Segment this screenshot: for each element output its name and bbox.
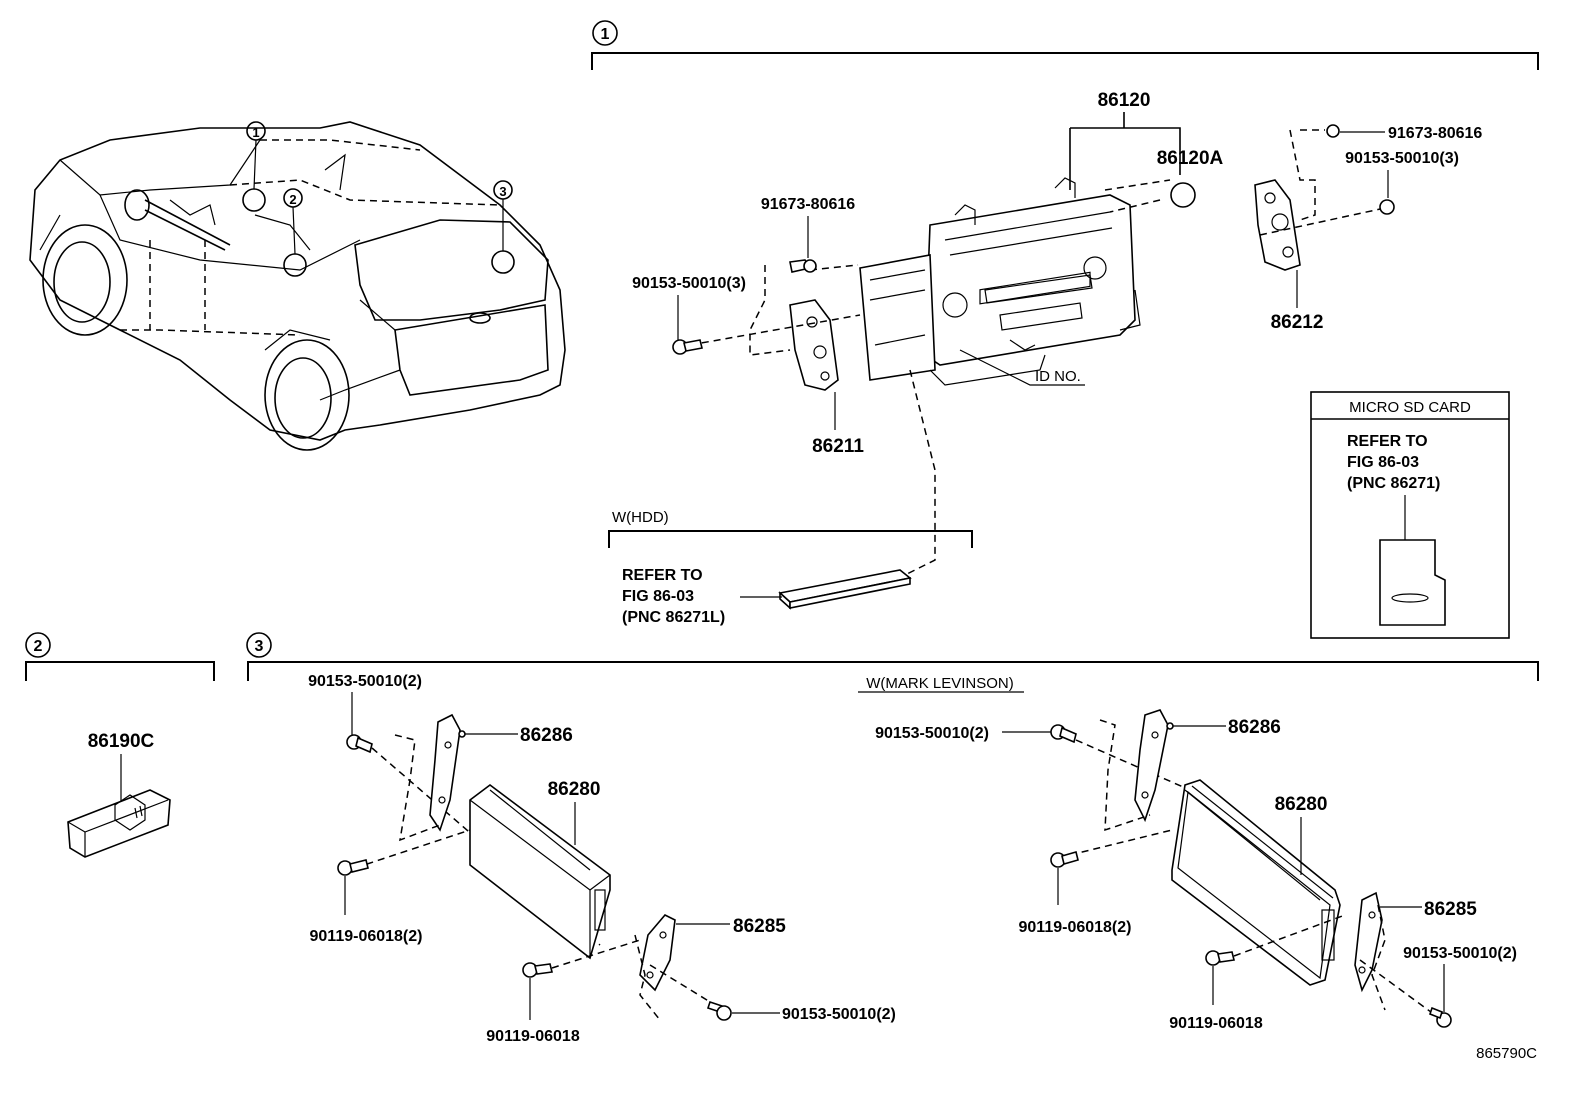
section-1-callout: 1 (601, 26, 610, 43)
label-left-bolt-bottom: 90153-50010(2) (782, 1006, 896, 1023)
amp-group-right: 90153-50010(2) 86286 86280 (875, 709, 1517, 1032)
label-86120: 86120 (1098, 90, 1151, 111)
label-right-screw-mid: 90119-06018(2) (1019, 919, 1132, 936)
label-right-bracket-top: 86286 (1228, 717, 1281, 738)
section-3: 3 W(MARK LEVINSON) 90153-50010(2) 86286 (246, 632, 1539, 1045)
label-right-bracket-bottom: 86285 (1424, 899, 1477, 920)
vehicle-illustration: 1 2 3 (29, 121, 566, 451)
hdd-module (778, 569, 912, 610)
hdd-ref-line3: (PNC 86271L) (622, 609, 725, 626)
label-left-screw-mid: 90119-06018(2) (310, 928, 423, 945)
label-right-bolt-bottom: 90153-50010(2) (1403, 945, 1517, 962)
label-90153-50010-3-right: 90153-50010(3) (1345, 150, 1459, 167)
amp-group-left: 90153-50010(2) 86286 86280 (308, 673, 896, 1045)
vehicle-callout-2: 2 (289, 192, 296, 207)
label-86212: 86212 (1271, 312, 1324, 333)
label-left-bracket-top: 86286 (520, 725, 573, 746)
label-86211: 86211 (812, 436, 864, 457)
label-id-no: ID NO. (1035, 368, 1081, 385)
label-left-screw-bottom: 90119-06018 (486, 1028, 580, 1045)
section-2: 2 86190C (25, 632, 215, 858)
diagram-code: 865790C (1476, 1045, 1537, 1062)
head-unit (859, 177, 1141, 386)
label-86120A: 86120A (1157, 148, 1224, 169)
hdd-title: W(HDD) (612, 509, 669, 526)
bracket-86211 (789, 299, 839, 391)
hdd-ref-line2: FIG 86-03 (622, 588, 694, 605)
label-91673-80616-left: 91673-80616 (761, 196, 855, 213)
label-left-bracket-bottom: 86285 (733, 916, 786, 937)
vehicle-callout-3: 3 (499, 184, 506, 199)
label-left-bolt-top: 90153-50010(2) (308, 673, 422, 690)
label-right-bolt-top: 90153-50010(2) (875, 725, 989, 742)
vehicle-callout-1: 1 (252, 125, 259, 140)
section-3-callout: 3 (255, 638, 264, 655)
label-right-amplifier: 86280 (1275, 794, 1328, 815)
label-91673-80616-right: 91673-80616 (1388, 125, 1482, 142)
sd-title: MICRO SD CARD (1349, 399, 1471, 416)
sd-ref-line2: FIG 86-03 (1347, 454, 1419, 471)
label-left-amplifier: 86280 (548, 779, 601, 800)
sd-ref-line3: (PNC 86271) (1347, 475, 1440, 492)
mark-levinson-title: W(MARK LEVINSON) (866, 675, 1014, 692)
bracket-86212 (1254, 179, 1301, 271)
hdd-ref-line1: REFER TO (622, 567, 703, 584)
part-86190C (67, 789, 171, 858)
label-right-screw-bottom: 90119-06018 (1169, 1015, 1263, 1032)
label-86190C: 86190C (88, 731, 155, 752)
sd-ref-line1: REFER TO (1347, 433, 1428, 450)
sd-card-icon (1379, 539, 1446, 626)
label-90153-50010-3-left: 90153-50010(3) (632, 275, 746, 292)
section-1: 1 86120 86120A (591, 20, 1539, 639)
section-2-callout: 2 (34, 638, 43, 655)
